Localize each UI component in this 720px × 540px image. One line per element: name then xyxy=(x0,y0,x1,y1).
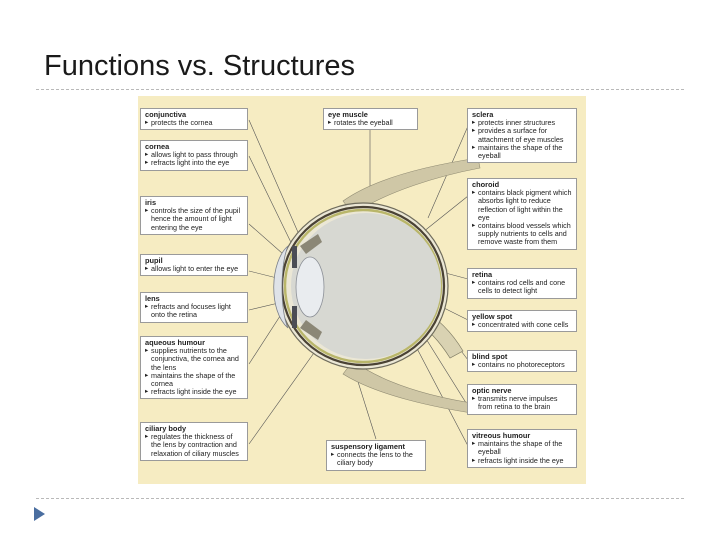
label-pupil: pupil allows light to enter the eye xyxy=(140,254,248,277)
label-conjunctiva: conjunctiva protects the cornea xyxy=(140,108,248,131)
label-blind-spot: blind spot contains no photoreceptors xyxy=(467,350,577,373)
label-suspensory-ligament: suspensory ligament connects the lens to… xyxy=(326,440,426,471)
eye-diagram: conjunctiva protects the cornea cornea a… xyxy=(138,96,586,484)
label-lens: lens refracts and focuses light onto the… xyxy=(140,292,248,323)
label-sclera: sclera protects inner structures provide… xyxy=(467,108,577,164)
label-retina: retina contains rod cells and cone cells… xyxy=(467,268,577,299)
lower-iris xyxy=(292,306,297,328)
upper-ciliary-body xyxy=(300,234,322,254)
footer-divider xyxy=(36,498,684,499)
eye-illustration xyxy=(248,119,481,447)
label-iris: iris controls the size of the pupil henc… xyxy=(140,196,248,235)
lower-ciliary-body xyxy=(300,320,322,340)
vitreous-humour-body xyxy=(291,213,441,359)
label-aqueous-humour: aqueous humour supplies nutrients to the… xyxy=(140,336,248,400)
label-cornea: cornea allows light to pass through refr… xyxy=(140,140,248,171)
label-vitreous-humour: vitreous humour maintains the shape of t… xyxy=(467,429,577,468)
label-choroid: choroid contains black pigment which abs… xyxy=(467,178,577,250)
label-eye-muscle: eye muscle rotates the eyeball xyxy=(323,108,418,131)
lens-shape xyxy=(295,256,325,318)
label-ciliary-body: ciliary body regulates the thickness of … xyxy=(140,422,248,461)
upper-iris xyxy=(292,246,297,268)
bullet-arrow-icon xyxy=(34,507,45,521)
cornea-shape xyxy=(273,245,289,329)
slide-title: Functions vs. Structures xyxy=(44,50,356,82)
title-divider xyxy=(36,89,684,90)
label-optic-nerve: optic nerve transmits nerve impulses fro… xyxy=(467,384,577,415)
label-yellow-spot: yellow spot concentrated with cone cells xyxy=(467,310,577,333)
